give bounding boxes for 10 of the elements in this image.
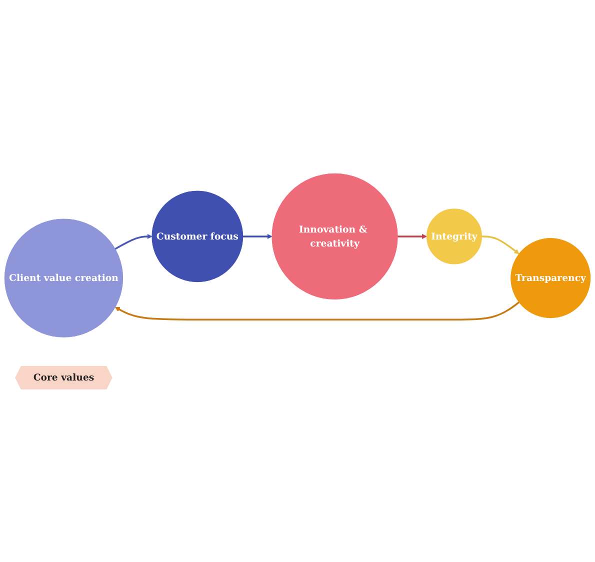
node-circle: Client value creation — [4, 218, 124, 338]
node-circle: Integrity — [426, 208, 482, 264]
arrow — [114, 234, 152, 250]
arrow — [398, 234, 427, 239]
node-circle: Transparency — [510, 238, 591, 318]
node-circle: Innovation & creativity — [272, 172, 398, 300]
arrow — [242, 234, 272, 239]
arrow — [114, 301, 520, 320]
node-circle: Customer focus — [152, 190, 244, 282]
arrow — [482, 235, 520, 254]
